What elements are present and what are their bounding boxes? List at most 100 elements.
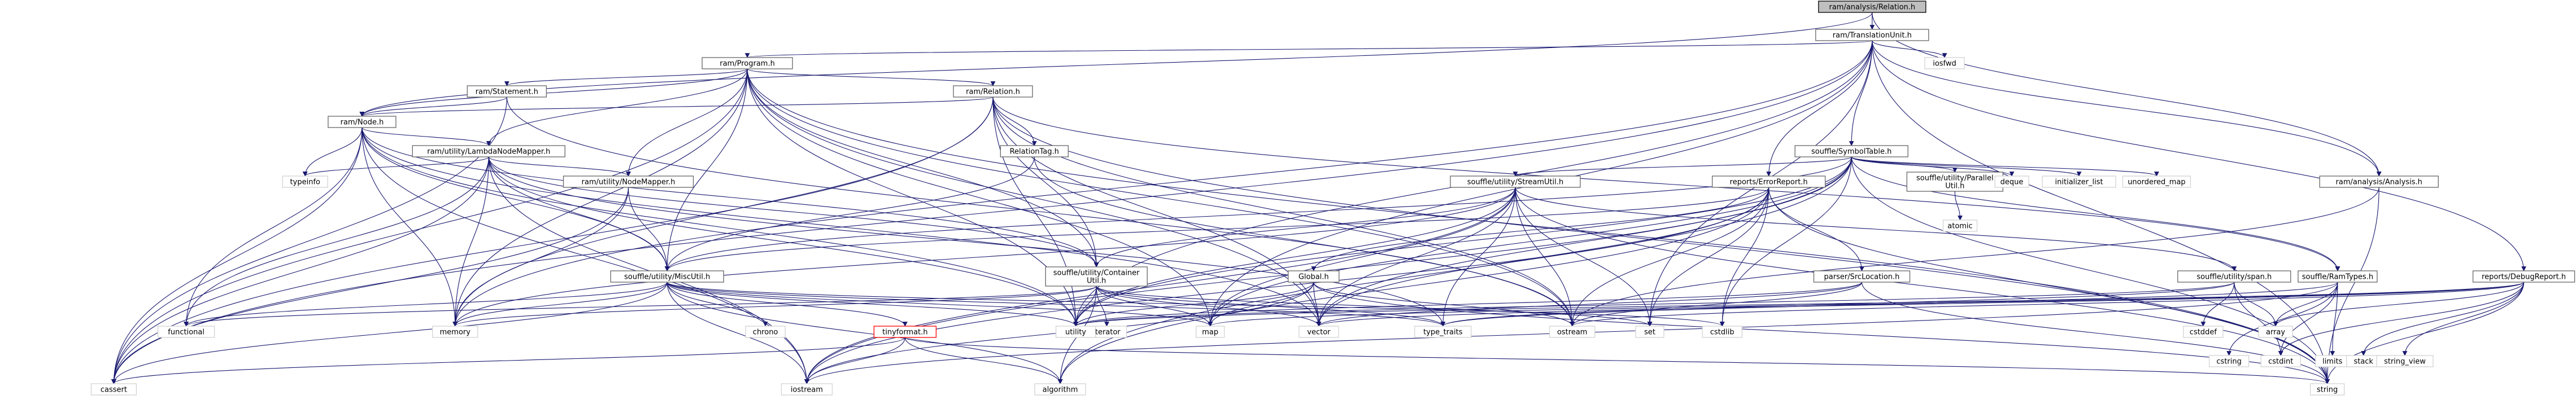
edge-misc-util-to-utility (666, 282, 1078, 327)
node-tinyformat[interactable]: tinyformat.h (873, 326, 937, 338)
edge-error-report-to-string (1768, 187, 2330, 384)
edge-container-util-to-functional (184, 286, 1097, 327)
edge-stream-util-to-memory (452, 187, 1516, 327)
node-ram-relation[interactable]: ram/Relation.h (953, 85, 1033, 98)
node-label: parser/SrcLocation.h (1824, 273, 1900, 282)
node-box (2376, 355, 2434, 367)
node-label: type_traits (1423, 328, 1463, 337)
node-box (1000, 145, 1069, 157)
node-box (1942, 220, 1978, 232)
edge-error-report-to-global (1311, 187, 1769, 271)
edge-misc-util-to-iostream (666, 282, 809, 384)
nodes: ram/analysis/Relation.h ram/TranslationUn… (90, 1, 2575, 396)
node-box (1045, 266, 1148, 287)
edge-span-to-type-traits (1440, 282, 2235, 327)
edge-parallel-util-to-atomic (1954, 191, 1963, 221)
node-stream-util[interactable]: souffle/utility/StreamUtil.h (1450, 175, 1581, 188)
edge-symbol-table-to-map (1208, 156, 1852, 327)
node-translation-unit[interactable]: ram/TranslationUnit.h (1815, 29, 1929, 41)
node-memory: memory (432, 326, 478, 338)
edge-misc-util-to-algorithm (666, 282, 1063, 384)
edge-program-to-container-util (747, 68, 1099, 267)
node-global[interactable]: Global.h (1288, 270, 1340, 283)
node-cstddef: cstddef (2183, 326, 2224, 338)
node-label: iosfwd (1933, 60, 1956, 68)
node-box (2177, 270, 2291, 283)
node-box (2122, 175, 2191, 188)
node-ram-node[interactable]: ram/Node.h (328, 116, 396, 128)
edge-ram-relation-to-vector (992, 96, 1322, 327)
node-vector: vector (1298, 326, 1339, 338)
edge-program-to-map (747, 68, 1213, 327)
edge-translation-unit-to-memory (452, 40, 1873, 327)
node-box (1414, 326, 1472, 338)
edge-program-to-misc-util (664, 68, 748, 271)
node-stack: stack (2346, 355, 2381, 367)
edge-ram-relation-to-utility (992, 96, 1079, 327)
node-box (563, 175, 694, 188)
node-label: ram/Statement.h (476, 88, 538, 96)
node-label: iterator (1093, 328, 1121, 337)
edge-relation-tag-to-misc-util (664, 156, 1035, 271)
node-label: tinyformat.h (882, 328, 927, 337)
edge-ram-node-to-memory (361, 127, 458, 327)
edge-translation-unit-to-debug-report (1872, 40, 2526, 271)
node-label: string_view (2384, 358, 2426, 366)
node-span[interactable]: souffle/utility/span.h (2177, 270, 2291, 283)
node-label: cstddef (2190, 328, 2217, 337)
edge-analysis-relation-to-ram-node (359, 12, 1873, 117)
node-box (2309, 383, 2345, 396)
edge-debug-report-to-utility (1073, 282, 2525, 327)
node-label: stack (2353, 358, 2373, 366)
node-label: reports/DebugReport.h (2482, 273, 2566, 282)
node-label: deque (2000, 178, 2024, 187)
edge-ram-node-to-misc-util (361, 127, 670, 271)
edge-symbol-table-to-unordered-map (1851, 156, 2159, 177)
node-label: souffle/RamTypes.h (2302, 273, 2373, 282)
node-debug-report[interactable]: reports/DebugReport.h (2472, 270, 2575, 283)
node-box (1055, 326, 1096, 338)
node-box (953, 85, 1033, 98)
edge-analysis-h-to-string (2325, 187, 2379, 384)
node-symbol-table[interactable]: souffle/SymbolTable.h (1794, 145, 1908, 157)
node-statement[interactable]: ram/Statement.h (467, 85, 547, 98)
node-string: string (2309, 383, 2345, 396)
edge-span-to-array (2234, 282, 2278, 327)
node-src-location[interactable]: parser/SrcLocation.h (1813, 270, 1911, 283)
edge-program-to-string (747, 68, 2330, 384)
node-box (1450, 175, 1581, 188)
node-iterator: iterator (1086, 326, 1127, 338)
node-cstring: cstring (2208, 355, 2250, 367)
edge-translation-unit-to-string (1872, 40, 2330, 384)
node-label: utility (1065, 328, 1086, 337)
node-analysis-h[interactable]: ram/analysis/Analysis.h (2319, 175, 2439, 188)
node-relation-tag[interactable]: RelationTag.h (1000, 145, 1069, 157)
edge-program-to-ram-node (359, 68, 748, 117)
edge-relation-tag-to-ostream (1034, 156, 1575, 327)
edge-program-to-ostream (747, 68, 1575, 327)
node-box (2208, 355, 2250, 367)
edge-stream-util-to-iostream (804, 187, 1516, 384)
edge-program-to-node-mapper (626, 68, 748, 177)
node-misc-util[interactable]: souffle/utility/MiscUtil.h (610, 270, 724, 283)
node-label: ram/TranslationUnit.h (1833, 32, 1912, 40)
edge-error-report-to-cstdlib (1719, 187, 1769, 327)
edge-translation-unit-to-cassert (111, 40, 1873, 384)
node-label: cstdlib (1710, 328, 1734, 337)
edge-ram-relation-to-ostream (992, 96, 1575, 327)
edge-program-to-statement (504, 68, 748, 86)
node-lambda-node-mapper[interactable]: ram/utility/LambdaNodeMapper.h (412, 145, 565, 157)
node-analysis-relation[interactable]: ram/analysis/Relation.h (1818, 1, 1926, 13)
node-box (2260, 355, 2301, 367)
edge-lambda-node-mapper-to-node-mapper (488, 156, 631, 177)
edge-debug-report-to-string (2325, 282, 2525, 384)
node-box (2183, 326, 2224, 338)
node-ram-types[interactable]: souffle/RamTypes.h (2298, 270, 2378, 283)
node-error-report[interactable]: reports/ErrorReport.h (1712, 175, 1826, 188)
node-node-mapper[interactable]: ram/utility/NodeMapper.h (563, 175, 694, 188)
edge-error-report-to-iostream (804, 187, 1769, 384)
node-program[interactable]: ram/Program.h (701, 57, 793, 69)
